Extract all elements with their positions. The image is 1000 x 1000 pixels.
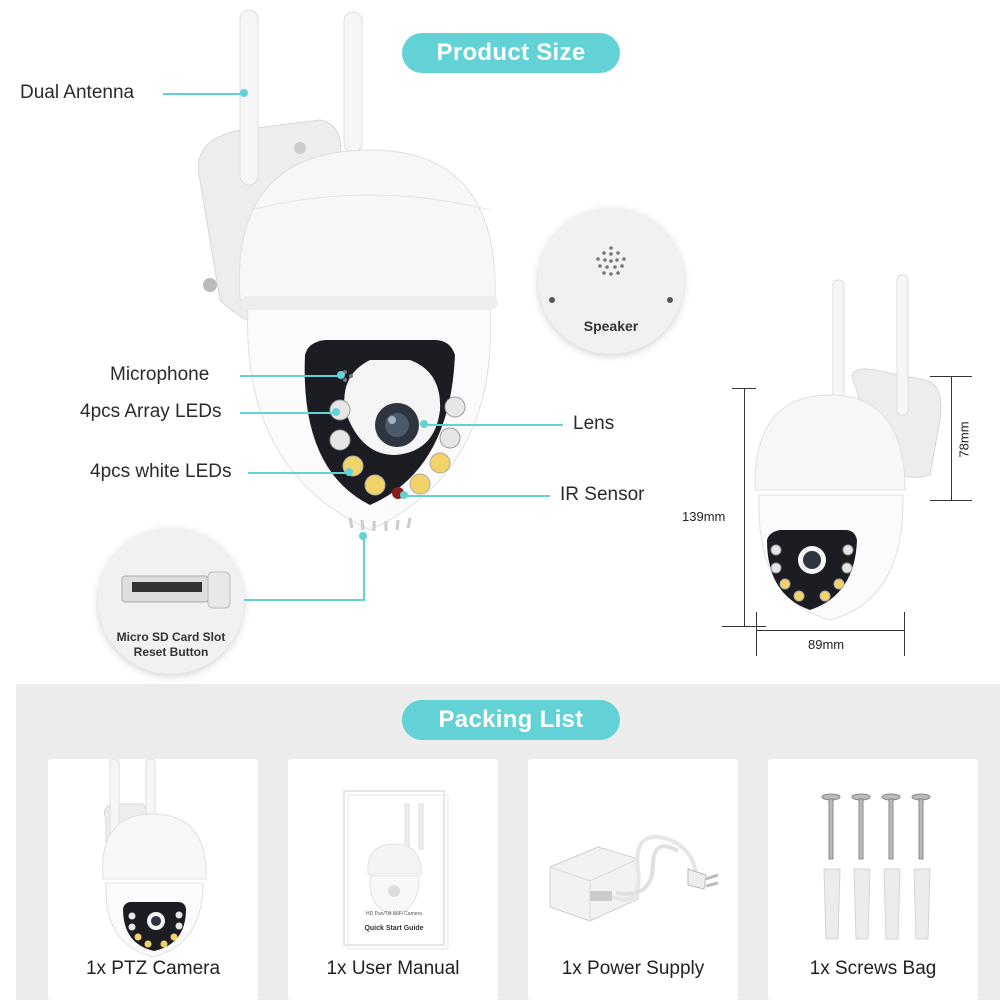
power-supply-image bbox=[549, 835, 719, 922]
packing-item-screws-label: 1x Screws Bag bbox=[809, 958, 937, 979]
dual-antenna-dot bbox=[240, 89, 248, 97]
manual-title-text: Quick Start Guide bbox=[364, 925, 424, 932]
microphone-leader bbox=[240, 375, 340, 377]
white-leds-label: 4pcs white LEDs bbox=[90, 461, 232, 482]
screws-bag-image bbox=[821, 793, 931, 940]
ptz-camera-image bbox=[102, 759, 207, 958]
packing-item-camera: 1x PTZ Camera bbox=[48, 759, 258, 1000]
microphone-label: Microphone bbox=[110, 364, 210, 385]
width-dim-label: 89mm bbox=[808, 637, 845, 652]
manual-model-text: HD Pan/Tilt WiFi Camera bbox=[366, 911, 422, 917]
user-manual-image bbox=[343, 790, 449, 950]
array-leds-label: 4pcs Array LEDs bbox=[80, 401, 222, 422]
array-leds-leader bbox=[240, 412, 335, 414]
dimension-camera-image bbox=[754, 274, 942, 621]
lens-dot bbox=[420, 420, 428, 428]
packing-item-manual-label: 1x User Manual bbox=[326, 958, 460, 979]
height-dim-line bbox=[744, 388, 745, 626]
dome-dim-label: 78mm bbox=[956, 421, 972, 458]
sd-slot-label-line1: Micro SD Card Slot bbox=[116, 630, 226, 644]
width-dim-right-tick bbox=[904, 612, 905, 656]
speaker-label: Speaker bbox=[583, 318, 639, 334]
array-leds-dot bbox=[332, 408, 340, 416]
dome-dim-top-tick bbox=[930, 376, 972, 377]
white-leds-leader bbox=[248, 472, 348, 474]
packing-item-camera-label: 1x PTZ Camera bbox=[85, 958, 221, 979]
sd-slot-label-line2: Reset Button bbox=[133, 645, 209, 659]
sd-slot-leader-h bbox=[244, 599, 364, 601]
height-dim-top-tick bbox=[732, 388, 756, 389]
sd-slot-icon bbox=[121, 571, 231, 609]
sd-slot-dot bbox=[359, 532, 367, 540]
height-dim-bottom-tick bbox=[722, 626, 766, 627]
dual-antenna-leader bbox=[163, 93, 243, 95]
width-dim-left-tick bbox=[756, 612, 757, 656]
height-dim-label: 139mm bbox=[682, 509, 726, 524]
packing-item-manual: HD Pan/Tilt WiFi Camera Quick Start Guid… bbox=[288, 759, 498, 1000]
product-size-header: Product Size bbox=[402, 33, 620, 73]
sd-slot-leader-v bbox=[363, 538, 365, 601]
white-leds-dot bbox=[345, 468, 353, 476]
packing-item-power: 1x Power Supply bbox=[528, 759, 738, 1000]
lens-leader bbox=[425, 424, 563, 426]
packing-item-power-label: 1x Power Supply bbox=[561, 958, 705, 979]
speaker-grille-icon bbox=[549, 246, 673, 303]
dome-dim-bottom-tick bbox=[930, 500, 972, 501]
ir-sensor-dot bbox=[400, 491, 408, 499]
packing-item-screws: 1x Screws Bag bbox=[768, 759, 978, 1000]
dual-antenna-label: Dual Antenna bbox=[20, 82, 135, 103]
dome-dim-line bbox=[951, 376, 952, 500]
speaker-zoom: Speaker bbox=[538, 208, 684, 354]
microphone-dot bbox=[337, 371, 345, 379]
ir-sensor-label: IR Sensor bbox=[560, 484, 645, 505]
sd-slot-zoom: Micro SD Card Slot Reset Button bbox=[98, 528, 244, 674]
ir-sensor-leader bbox=[405, 495, 550, 497]
width-dim-line bbox=[756, 630, 904, 631]
lens-label: Lens bbox=[573, 413, 615, 434]
packing-list-header: Packing List bbox=[402, 700, 620, 740]
